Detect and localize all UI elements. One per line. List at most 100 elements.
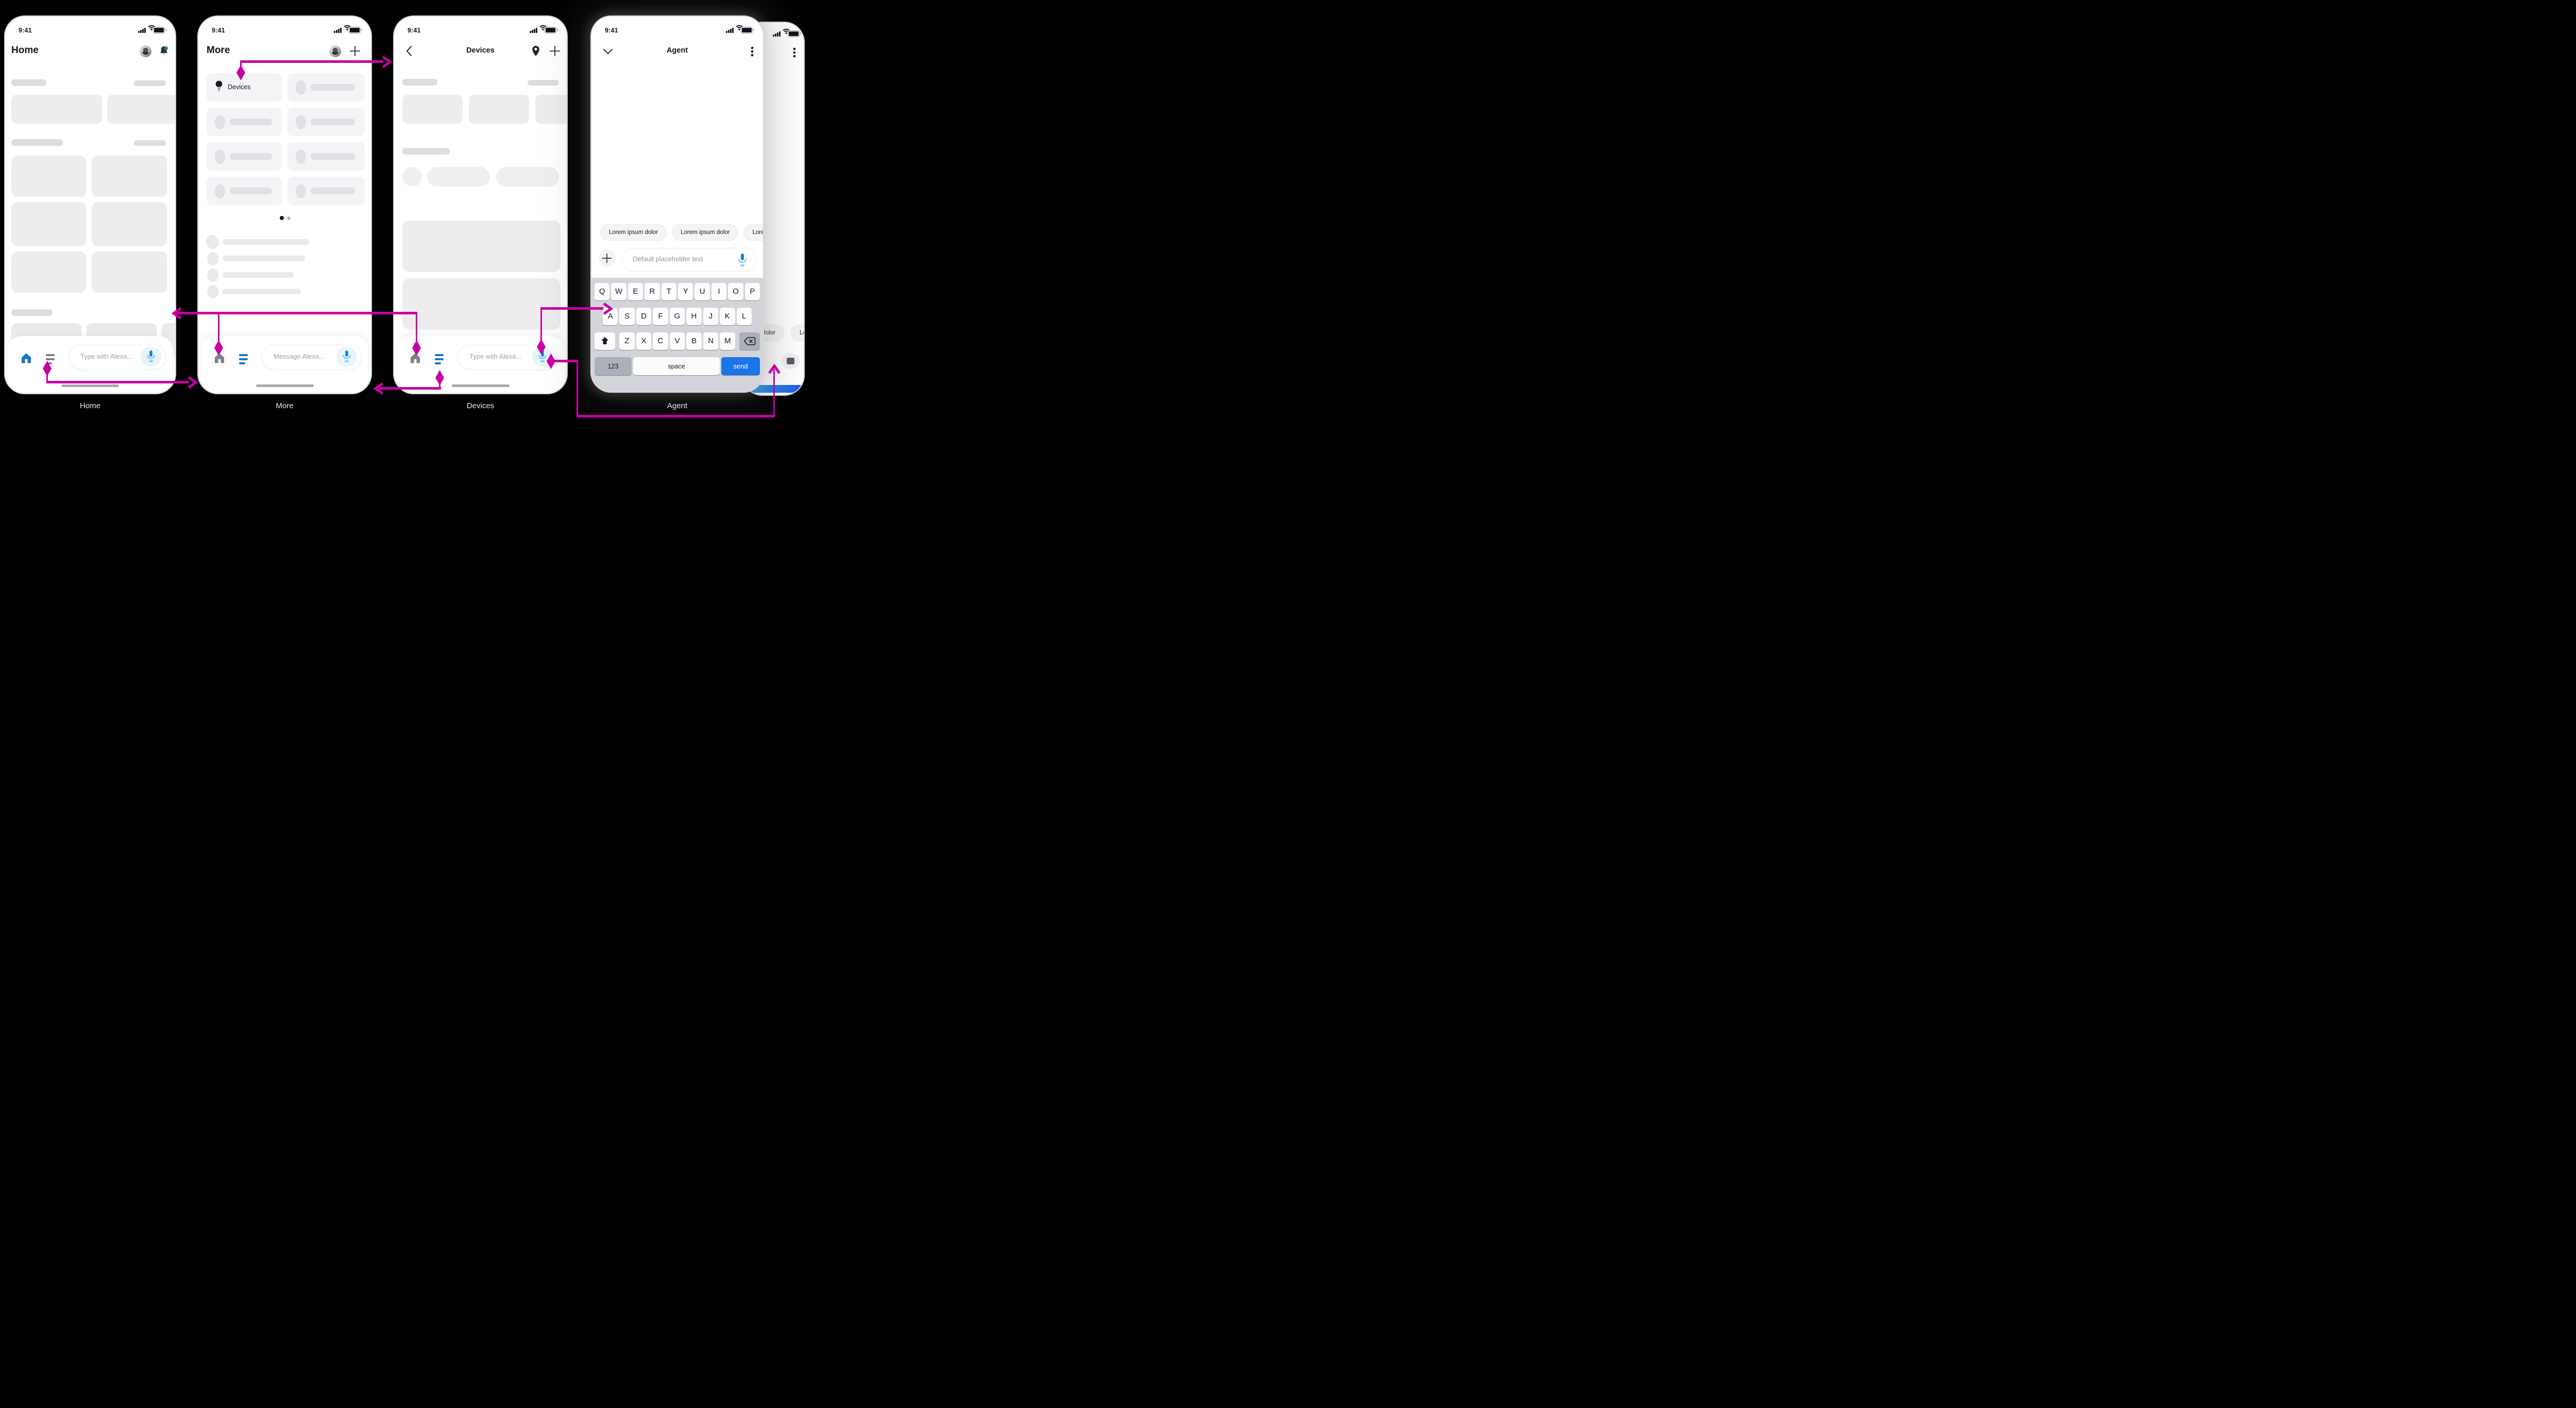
space-key[interactable]: space <box>633 357 720 375</box>
suggestion-chip[interactable]: Lorem ipsum dolor <box>672 224 739 241</box>
home-icon[interactable] <box>409 352 421 367</box>
shift-key[interactable] <box>595 332 615 350</box>
status-icons <box>138 25 166 33</box>
suggestion-chip[interactable]: Lorem ipsum dolor <box>743 224 763 241</box>
carousel-card-skeleton[interactable] <box>107 95 175 124</box>
chevron-down-icon[interactable] <box>602 45 614 58</box>
filter-chip-skeleton[interactable] <box>496 167 559 187</box>
mic-icon[interactable] <box>736 251 749 271</box>
key[interactable]: P <box>744 283 760 300</box>
phone-home: 9:41 Home <box>4 15 176 394</box>
kebab-menu-icon[interactable] <box>788 46 801 59</box>
suggestion-chip[interactable]: Lorem ipsum dolor <box>600 224 667 241</box>
backspace-key[interactable] <box>739 332 760 350</box>
key[interactable]: S <box>619 308 635 325</box>
location-pin-icon[interactable] <box>530 45 542 57</box>
mic-icon[interactable] <box>336 346 357 367</box>
menu-icon[interactable] <box>46 354 55 366</box>
mic-icon[interactable] <box>141 346 161 367</box>
filter-chip-skeleton[interactable] <box>427 167 490 187</box>
carousel-card-skeleton[interactable] <box>469 95 529 124</box>
page-dot-active[interactable] <box>280 216 284 220</box>
tile-skeleton[interactable] <box>207 142 282 171</box>
key[interactable]: J <box>703 308 719 325</box>
home-icon[interactable] <box>213 352 226 367</box>
avatar[interactable] <box>140 45 151 57</box>
alexa-text-input[interactable]: Message Alexa... <box>262 345 362 370</box>
grid-card-skeleton[interactable] <box>11 156 87 197</box>
home-indicator[interactable] <box>256 384 314 387</box>
suggestion-chip[interactable]: Lorem ipsum dolor <box>791 325 804 341</box>
signal-icon <box>334 28 342 33</box>
key[interactable]: V <box>669 332 685 350</box>
key[interactable]: M <box>720 332 736 350</box>
key[interactable]: E <box>628 283 643 300</box>
key[interactable]: N <box>703 332 719 350</box>
connector-line <box>46 374 48 382</box>
key[interactable]: Z <box>619 332 635 350</box>
key[interactable]: O <box>728 283 743 300</box>
grid-card-skeleton[interactable] <box>92 156 167 197</box>
page-title: Home <box>11 45 39 56</box>
send-key[interactable]: send <box>721 357 760 375</box>
key[interactable]: F <box>653 308 668 325</box>
plus-icon[interactable] <box>549 45 561 57</box>
key[interactable]: X <box>636 332 652 350</box>
key[interactable]: R <box>645 283 660 300</box>
avatar[interactable] <box>329 45 341 57</box>
grid-card-skeleton[interactable] <box>11 202 87 246</box>
alexa-text-input[interactable]: Type with Alexa... <box>69 345 166 370</box>
key[interactable]: W <box>611 283 626 300</box>
connector-line <box>416 312 417 342</box>
home-indicator[interactable] <box>61 384 119 387</box>
key[interactable]: C <box>653 332 668 350</box>
key[interactable]: U <box>694 283 710 300</box>
connector-line <box>379 387 441 390</box>
carousel-card-skeleton[interactable] <box>535 95 567 124</box>
grid-card-skeleton[interactable] <box>92 202 167 246</box>
flow-canvas: Lorem ipsum dolor Lorem ipsum dolor 9:41… <box>0 0 808 420</box>
device-row-skeleton[interactable] <box>402 221 561 272</box>
tile-skeleton[interactable] <box>287 142 365 171</box>
menu-icon[interactable] <box>239 354 248 366</box>
numbers-key[interactable]: 123 <box>595 357 632 375</box>
filter-chip-skeleton[interactable] <box>402 167 422 187</box>
tile-skeleton[interactable] <box>287 73 365 102</box>
menu-icon[interactable] <box>435 354 444 366</box>
page-dot[interactable] <box>287 216 291 220</box>
tile-skeleton[interactable] <box>287 108 365 136</box>
key[interactable]: T <box>661 283 677 300</box>
key[interactable]: Q <box>595 283 610 300</box>
devices-tile[interactable]: Devices <box>207 73 282 102</box>
back-chevron-icon[interactable] <box>403 45 416 57</box>
stop-button[interactable] <box>781 353 800 369</box>
plus-icon[interactable] <box>349 45 361 57</box>
section-link-skeleton <box>134 140 166 146</box>
home-indicator[interactable] <box>451 384 510 387</box>
arrowhead-left <box>171 307 185 320</box>
key[interactable]: D <box>636 308 652 325</box>
carousel-card-skeleton[interactable] <box>402 95 463 124</box>
tile-skeleton[interactable] <box>207 108 282 136</box>
section-link-skeleton <box>528 80 558 86</box>
carousel-card-skeleton[interactable] <box>11 95 102 124</box>
attach-plus-button[interactable] <box>598 249 616 267</box>
grid-card-skeleton[interactable] <box>92 252 167 293</box>
home-icon[interactable] <box>20 352 32 367</box>
tile-skeleton[interactable] <box>207 177 282 205</box>
device-row-skeleton[interactable] <box>402 278 561 330</box>
agent-text-input[interactable]: Default placeholder text <box>622 248 757 272</box>
list-item-skeleton <box>207 252 218 265</box>
key[interactable]: K <box>720 308 735 325</box>
key[interactable]: Y <box>678 283 693 300</box>
bell-icon[interactable] <box>158 45 170 57</box>
key[interactable]: I <box>711 283 727 300</box>
grid-card-skeleton[interactable] <box>11 252 87 293</box>
kebab-menu-icon[interactable] <box>746 45 758 58</box>
key[interactable]: B <box>686 332 702 350</box>
tile-skeleton[interactable] <box>287 177 365 205</box>
key[interactable]: H <box>686 308 702 325</box>
key[interactable]: G <box>669 308 685 325</box>
key[interactable]: L <box>736 308 752 325</box>
phone-more: 9:41 More Devices <box>197 15 372 394</box>
